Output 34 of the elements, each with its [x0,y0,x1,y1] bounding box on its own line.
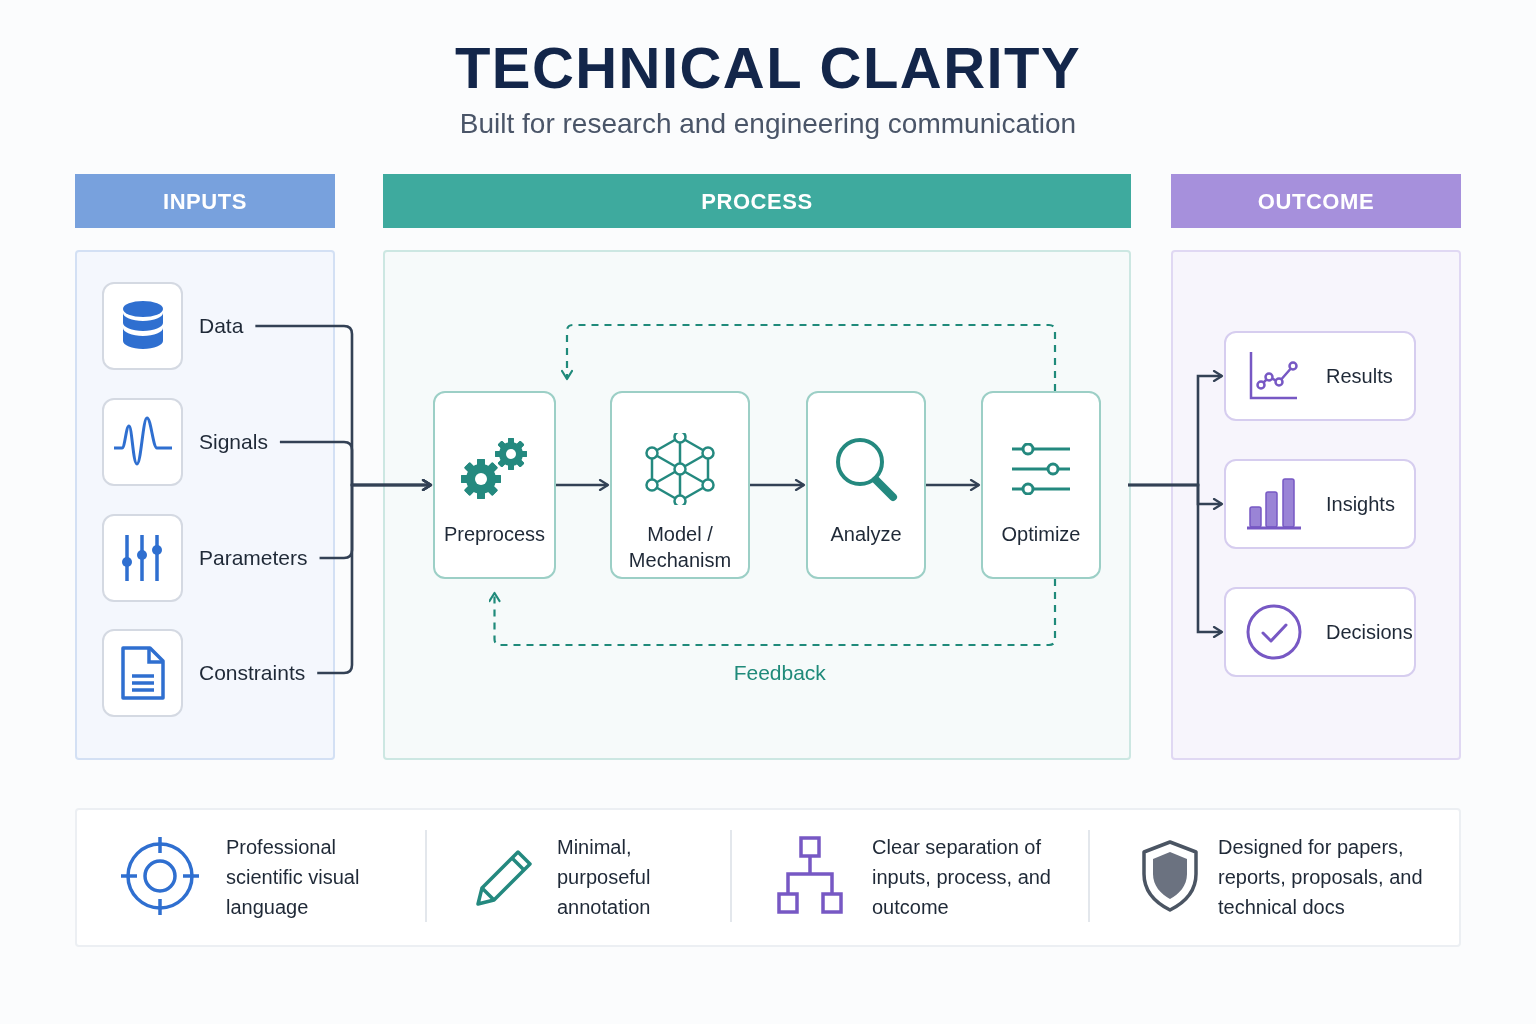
arrow [1128,483,1224,639]
outcome-box [1224,587,1416,677]
process-step-box [981,391,1101,579]
process-step-box [806,391,926,579]
input-label: Constraints [199,660,306,687]
subtitle: Built for research and engineering communication [459,107,1077,141]
step-label: Analyze [830,522,902,547]
outcome-label: Results [1326,364,1393,389]
section-header: OUTCOME [1171,174,1461,228]
feature-text: Professional scientific visual language [226,835,361,920]
process-step-box [610,391,750,579]
section-header: INPUTS [75,174,335,228]
input-label: Parameters [199,545,308,572]
arrow [750,478,806,492]
step-label: Optimize [1001,522,1081,547]
step-label: Preprocess [443,522,546,547]
title: TECHNICAL CLARITY [454,34,1082,102]
arrow [556,478,610,492]
process-step-box [433,391,556,579]
outcome-box [1224,459,1416,549]
section-header: PROCESS [383,174,1131,228]
arrow [926,478,981,492]
step-label: Model / Mechanism [627,522,733,573]
input-label: Signals [199,429,268,456]
feature-text: Clear separation of inputs, process, and outcome [872,835,1052,920]
dashed-feedback-arrow [488,579,1057,647]
feature-text: Minimal, purposeful annotation [557,835,652,920]
outcome-label: Insights [1326,492,1395,517]
dashed-feedback-arrow [560,323,1057,391]
input-label: Data [199,313,244,340]
outcome-box [1224,331,1416,421]
outcome-label: Decisions [1326,620,1413,645]
feature-text: Designed for papers, reports, proposals, and technical docs [1218,835,1424,920]
arrow [317,478,433,675]
